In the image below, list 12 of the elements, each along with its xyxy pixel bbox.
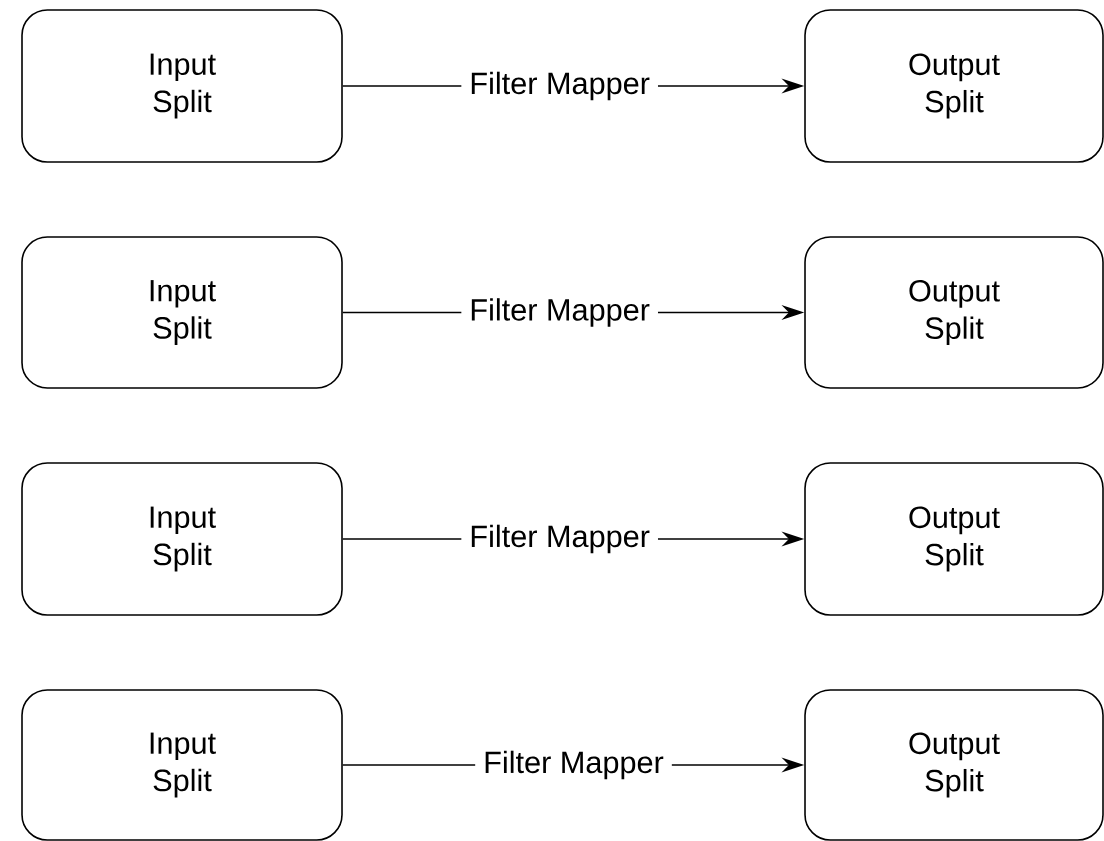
process-box: Output Split [804,462,1104,616]
edge-label: Filter Mapper [485,750,664,780]
process-box: Input Split [21,9,343,163]
process-box: Output Split [804,236,1104,389]
process-box: Output Split [804,689,1104,841]
edge-label: Filter Mapper [471,524,650,554]
process-box: Input Split [21,689,343,841]
edge-label: Filter Mapper [471,298,650,327]
edge-label: Filter Mapper [471,71,650,101]
process-box: Output Split [804,9,1104,163]
process-box: Input Split [21,236,343,389]
process-box: Input Split [21,462,343,616]
